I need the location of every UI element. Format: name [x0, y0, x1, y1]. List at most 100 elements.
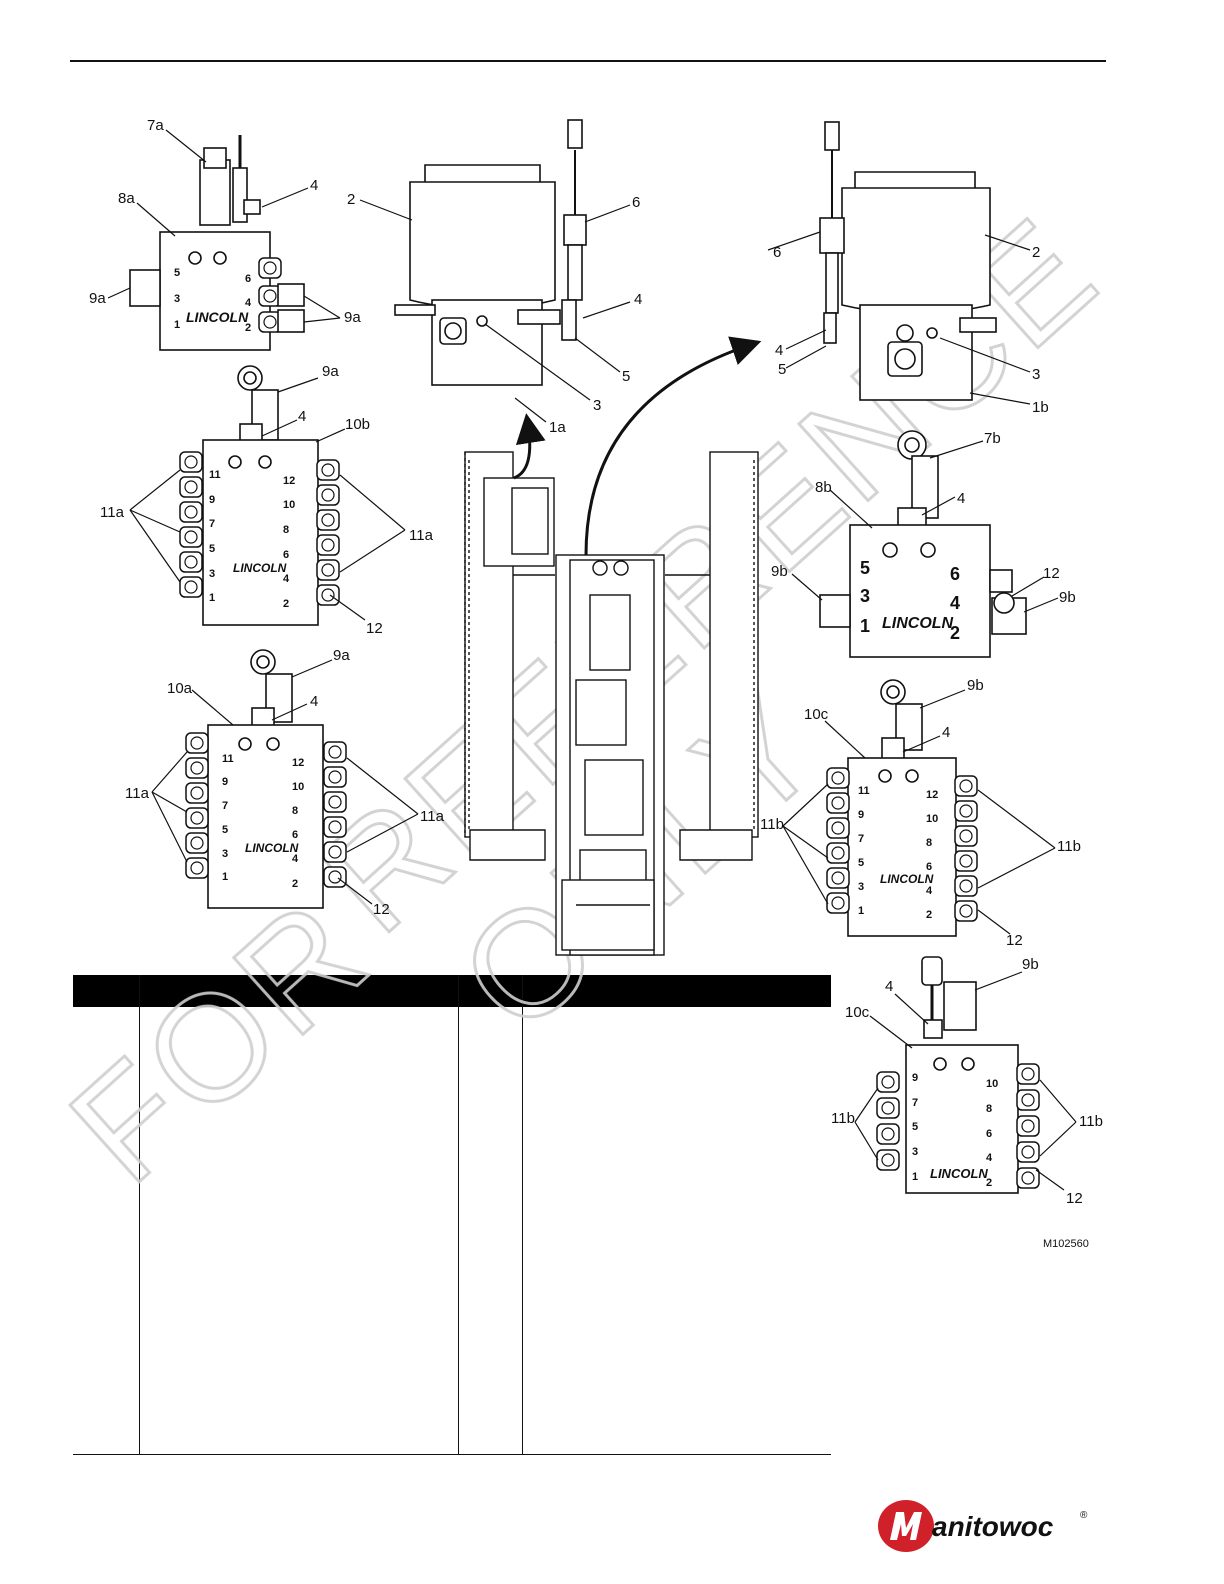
svg-text:1: 1	[222, 871, 228, 883]
svg-text:7b: 7b	[984, 430, 1001, 447]
divider-block-10b: 11 9 7 5 3 1 12 10 8 6 4 2 LINCOLN	[179, 365, 340, 626]
svg-text:2: 2	[283, 598, 289, 610]
svg-text:1: 1	[209, 592, 215, 604]
svg-text:2: 2	[347, 191, 355, 208]
divider-block-10c-10-port: 9 7 5 3 1 10 8 6 4 2 LINCOLN	[876, 956, 1040, 1194]
svg-text:11: 11	[209, 469, 221, 481]
svg-text:9b: 9b	[967, 677, 984, 694]
svg-text:8: 8	[292, 805, 298, 817]
header-rule	[70, 60, 1106, 62]
svg-text:1: 1	[912, 1171, 918, 1183]
logo-badge	[878, 1500, 934, 1552]
svg-text:4: 4	[283, 573, 290, 585]
svg-text:11: 11	[222, 753, 234, 765]
svg-text:5: 5	[622, 368, 630, 385]
svg-text:3: 3	[209, 568, 215, 580]
svg-text:4: 4	[950, 593, 960, 613]
svg-text:4: 4	[245, 297, 252, 309]
leader-lines	[107, 129, 1077, 1191]
svg-text:6: 6	[632, 194, 640, 211]
svg-text:7: 7	[222, 800, 228, 812]
svg-text:12: 12	[1043, 565, 1060, 582]
svg-text:11a: 11a	[125, 785, 150, 802]
pump-1a	[394, 119, 587, 386]
svg-text:4: 4	[885, 978, 893, 995]
svg-text:12: 12	[1066, 1190, 1083, 1207]
svg-text:3: 3	[858, 881, 864, 893]
svg-text:10c: 10c	[804, 706, 829, 723]
pump-1b	[819, 121, 997, 401]
svg-text:LINCOLN: LINCOLN	[233, 561, 287, 575]
svg-text:12: 12	[292, 757, 304, 769]
svg-text:5: 5	[912, 1121, 918, 1133]
svg-text:11b: 11b	[831, 1110, 855, 1127]
svg-text:8a: 8a	[118, 190, 135, 207]
table-bottom-rule	[73, 1454, 831, 1455]
crane-top-view	[464, 451, 759, 956]
svg-text:9: 9	[858, 809, 864, 821]
svg-text:6: 6	[292, 829, 298, 841]
svg-text:10: 10	[283, 499, 295, 511]
svg-text:3: 3	[860, 586, 870, 606]
svg-text:10b: 10b	[345, 416, 370, 433]
svg-text:3: 3	[1032, 366, 1040, 383]
svg-text:6: 6	[926, 861, 932, 873]
svg-text:6: 6	[773, 244, 781, 261]
svg-text:10: 10	[292, 781, 304, 793]
svg-text:4: 4	[957, 490, 965, 507]
figure-number: M102560	[1043, 1238, 1089, 1250]
svg-text:9a: 9a	[333, 647, 350, 664]
svg-text:7: 7	[912, 1097, 918, 1109]
svg-text:4: 4	[292, 853, 299, 865]
svg-text:10: 10	[926, 813, 938, 825]
svg-text:11b: 11b	[1079, 1113, 1103, 1130]
svg-text:12: 12	[926, 789, 938, 801]
svg-text:2: 2	[950, 623, 960, 643]
svg-text:LINCOLN: LINCOLN	[930, 1166, 988, 1181]
svg-text:5: 5	[174, 267, 180, 279]
svg-text:5: 5	[778, 361, 786, 378]
svg-text:9: 9	[222, 776, 228, 788]
svg-text:4: 4	[310, 177, 318, 194]
svg-text:7: 7	[209, 518, 215, 530]
svg-text:11a: 11a	[100, 504, 125, 521]
svg-text:3: 3	[174, 293, 180, 305]
callout-labels: 7a 8a 4 9a 9a 2 6 4 5 3 1a 9a 4 10b 11a …	[89, 117, 1103, 1207]
svg-text:12: 12	[283, 475, 295, 487]
svg-text:1: 1	[174, 319, 180, 331]
svg-text:LINCOLN: LINCOLN	[245, 841, 299, 855]
svg-text:10c: 10c	[845, 1004, 870, 1021]
svg-text:1a: 1a	[549, 419, 566, 436]
table-divider	[139, 975, 140, 1455]
svg-text:5: 5	[858, 857, 864, 869]
svg-text:2: 2	[986, 1177, 992, 1189]
svg-text:9a: 9a	[89, 290, 106, 307]
svg-text:8: 8	[283, 524, 289, 536]
svg-text:7: 7	[858, 833, 864, 845]
svg-text:3: 3	[912, 1146, 918, 1158]
arrow-to-pump-1a	[513, 413, 546, 480]
svg-text:7a: 7a	[147, 117, 164, 134]
svg-text:LINCOLN: LINCOLN	[186, 309, 249, 325]
registered-mark: ®	[1080, 1510, 1088, 1521]
svg-text:5: 5	[860, 558, 870, 578]
svg-text:12: 12	[373, 901, 390, 918]
svg-text:10a: 10a	[167, 680, 193, 697]
svg-text:3: 3	[222, 848, 228, 860]
svg-text:6: 6	[283, 549, 289, 561]
svg-text:9a: 9a	[344, 309, 361, 326]
svg-text:6: 6	[245, 273, 251, 285]
svg-text:9b: 9b	[1059, 589, 1076, 606]
svg-text:11: 11	[858, 785, 870, 797]
svg-text:1: 1	[858, 905, 864, 917]
svg-text:11a: 11a	[420, 808, 445, 825]
svg-text:4: 4	[986, 1152, 993, 1164]
table-divider	[522, 975, 523, 1455]
svg-text:10: 10	[986, 1078, 998, 1090]
arrow-to-pump-1b	[584, 336, 762, 556]
svg-text:12: 12	[1006, 932, 1023, 949]
manitowoc-logo: anitowoc ®	[878, 1500, 1088, 1552]
svg-text:8: 8	[926, 837, 932, 849]
divider-block-10c-12-port: 11 9 7 5 3 1 12 10 8 6 4 2 LINCOLN	[826, 679, 978, 937]
svg-text:4: 4	[310, 693, 318, 710]
